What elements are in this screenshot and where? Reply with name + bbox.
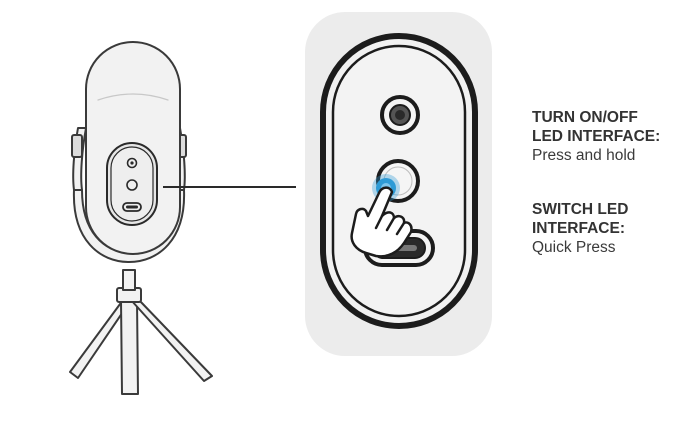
mic-control-plate [106,142,158,226]
instruction-description: Quick Press [532,239,616,256]
tripod-stand [69,269,213,395]
instruction-description: Press and hold [532,147,636,164]
instruction-title-line: SWITCH LED [532,201,629,218]
instruction-title-line: TURN ON/OFF [532,109,638,126]
instruction-title-line: LED INTERFACE: [532,128,661,145]
instruction-led-switch: SWITCH LED INTERFACE: Quick Press [532,200,628,257]
microphone-illustration [69,41,213,395]
instruction-led-toggle: TURN ON/OFF LED INTERFACE: Press and hol… [532,108,660,165]
instruction-title-line: INTERFACE: [532,220,625,237]
pointing-finger-icon [350,186,413,258]
zoom-panel [305,12,492,356]
headphone-jack-icon [380,95,420,135]
